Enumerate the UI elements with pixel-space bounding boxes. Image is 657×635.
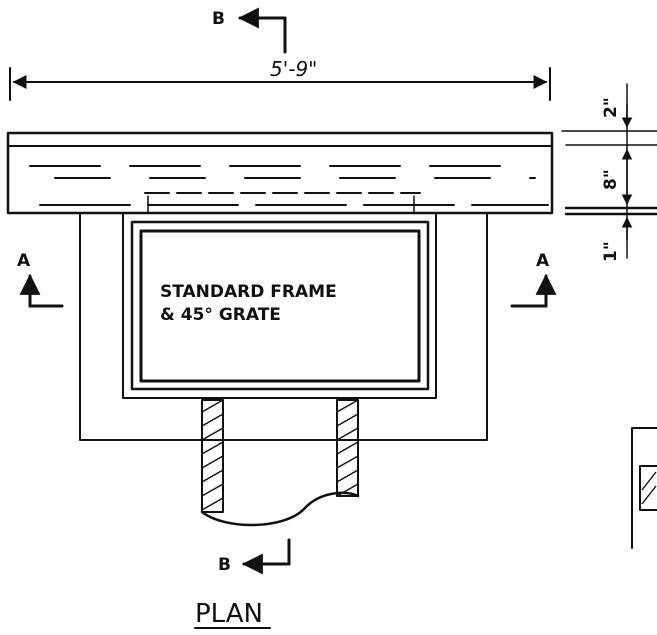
cropped-section-fragment bbox=[631, 427, 657, 549]
curb-band bbox=[6, 131, 554, 215]
overall-width-dimension: 5'-9" bbox=[9, 57, 551, 101]
section-a-right-label: A bbox=[536, 251, 550, 271]
frame-note-line1: STANDARD FRAME bbox=[160, 282, 337, 302]
dim-8in-label: 8" bbox=[601, 169, 621, 190]
section-b-top-label: B bbox=[212, 9, 225, 29]
pipe-hatch-right bbox=[336, 399, 359, 497]
section-a-left-label: A bbox=[17, 251, 31, 271]
frame-note-line2: & 45° GRATE bbox=[160, 305, 281, 325]
vertical-dimension-chain: 2" 8" 1" bbox=[561, 83, 657, 262]
dim-2in-label: 2" bbox=[601, 97, 621, 118]
outlet-pipe bbox=[200, 399, 360, 527]
section-b-top-marker: B bbox=[212, 7, 287, 54]
section-a-right-marker: A bbox=[510, 251, 557, 308]
overall-width-label: 5'-9" bbox=[270, 57, 317, 81]
inlet-box bbox=[79, 212, 488, 441]
plan-title: PLAN bbox=[195, 599, 263, 629]
pipe-hatch-left bbox=[201, 399, 224, 511]
section-b-bottom-label: B bbox=[218, 555, 231, 575]
section-a-left-marker: A bbox=[17, 251, 64, 308]
section-b-bottom-marker: B bbox=[218, 538, 291, 575]
plan-title-group: PLAN bbox=[194, 599, 271, 629]
frame-and-grate: STANDARD FRAME & 45° GRATE bbox=[122, 212, 437, 399]
dim-1in-label: 1" bbox=[601, 241, 621, 262]
